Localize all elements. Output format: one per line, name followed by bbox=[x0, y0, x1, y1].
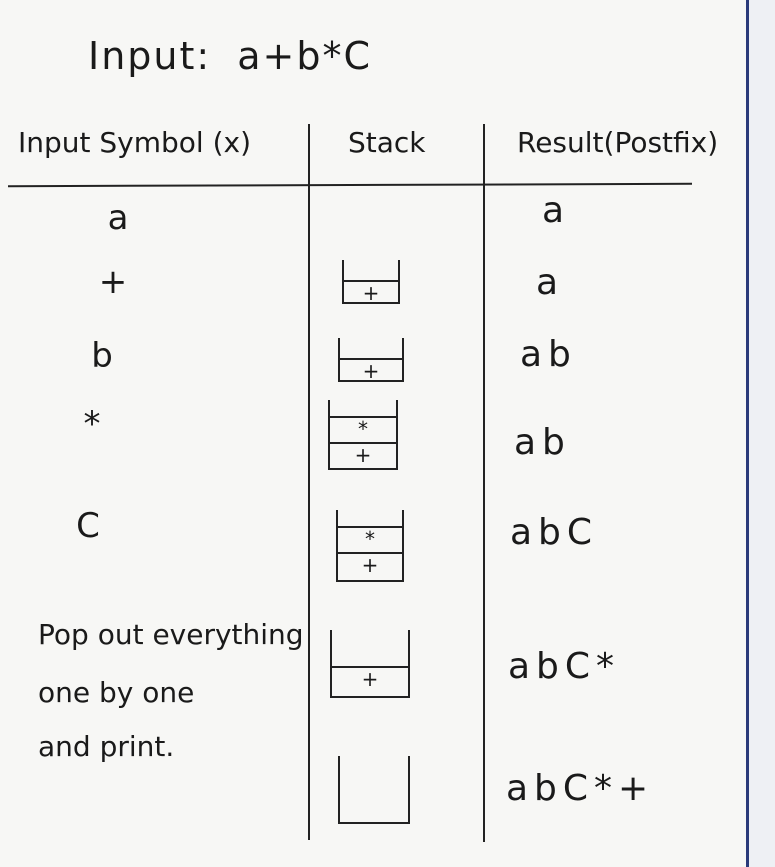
header-input-symbol: Input Symbol (x) bbox=[18, 126, 252, 159]
result-value: abC* bbox=[508, 646, 621, 687]
note-line: one by one bbox=[38, 676, 195, 709]
result-value: ab bbox=[520, 334, 577, 375]
result-value: a bbox=[536, 262, 565, 303]
result-value: abC*+ bbox=[506, 768, 655, 809]
stack-box: + bbox=[330, 630, 410, 698]
input-symbol: C bbox=[76, 506, 100, 546]
note-line: Pop out everything bbox=[38, 618, 304, 651]
page-title: Input: a+b*C bbox=[88, 34, 372, 78]
column-divider-1 bbox=[308, 124, 310, 840]
result-value: ab bbox=[514, 422, 571, 463]
board-edge bbox=[749, 0, 775, 867]
input-symbol: + bbox=[98, 262, 128, 302]
title-label: Input: bbox=[88, 34, 212, 78]
stack-item: + bbox=[338, 552, 402, 576]
board-frame-line bbox=[746, 0, 749, 867]
header-result: Result(Postfix) bbox=[517, 126, 719, 159]
stack-item: * bbox=[330, 416, 396, 440]
stack-box: * + bbox=[336, 510, 404, 582]
stack-item: + bbox=[344, 280, 398, 304]
column-divider-2 bbox=[483, 124, 485, 842]
stack-box: * + bbox=[328, 400, 398, 470]
title-expression: a+b*C bbox=[237, 34, 372, 78]
stack-item: + bbox=[340, 358, 402, 382]
input-symbol: * bbox=[83, 404, 101, 444]
header-divider bbox=[7, 182, 693, 188]
stack-item: * bbox=[338, 526, 402, 550]
result-value: abC bbox=[510, 512, 599, 553]
stack-item: + bbox=[332, 666, 408, 690]
stack-box-empty bbox=[338, 756, 410, 824]
stack-box: + bbox=[342, 260, 400, 304]
input-symbol: b bbox=[91, 336, 113, 376]
result-value: a bbox=[542, 190, 571, 231]
stack-box: + bbox=[338, 338, 404, 382]
input-symbol: a bbox=[107, 198, 129, 238]
header-stack: Stack bbox=[348, 126, 426, 159]
note-line: and print. bbox=[38, 730, 175, 763]
stack-item: + bbox=[330, 442, 396, 466]
